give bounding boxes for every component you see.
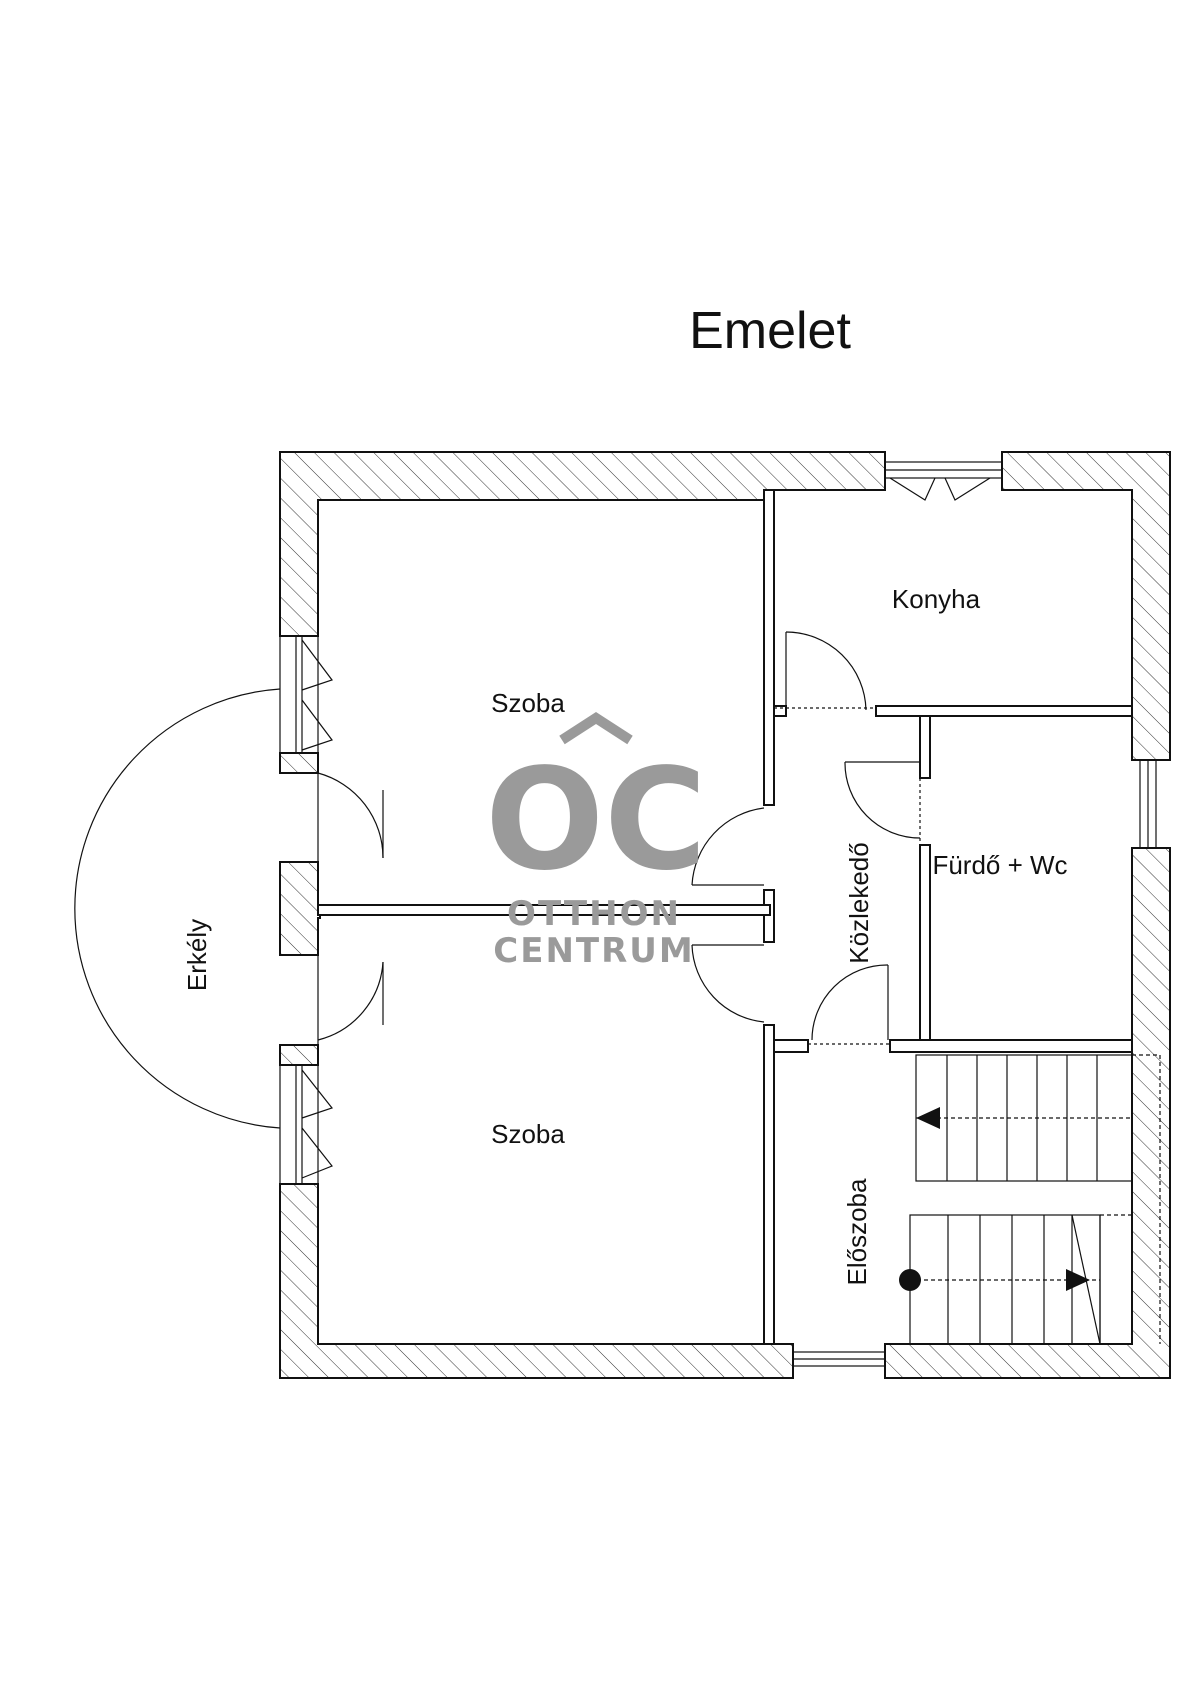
staircase — [909, 1054, 1161, 1345]
watermark-logo-text: OC — [485, 739, 707, 902]
stair-start-dot — [899, 1269, 921, 1291]
room-label-eloszoba: Előszoba — [842, 1178, 872, 1285]
kitchen-window — [884, 461, 1003, 501]
room-label-konyha: Konyha — [892, 584, 981, 614]
left-wall-piers — [279, 752, 321, 1066]
outer-walls — [279, 451, 1171, 1379]
room-label-szoba-top: Szoba — [491, 688, 565, 718]
watermark-line2: CENTRUM — [493, 931, 694, 971]
room-label-furdo: Fürdő + Wc — [932, 850, 1067, 880]
interior-walls — [317, 489, 1133, 1345]
door-swings — [317, 631, 921, 1045]
bathroom-window — [1139, 759, 1157, 849]
plan-title: Emelet — [689, 302, 851, 360]
watermark-logo: OC OTTHON CENTRUM — [485, 712, 707, 971]
room-label-szoba-bottom: Szoba — [491, 1119, 565, 1149]
stair-arrow-up — [916, 1107, 940, 1129]
stair-arrow-down — [1066, 1269, 1090, 1291]
balcony-outline — [74, 688, 281, 1129]
room-label-erkely: Erkély — [182, 919, 212, 991]
watermark-line1: OTTHON — [507, 894, 681, 934]
left-windows — [279, 635, 334, 1185]
entry-window — [792, 1351, 886, 1367]
room-label-kozlekedo: Közlekedő — [844, 842, 874, 963]
